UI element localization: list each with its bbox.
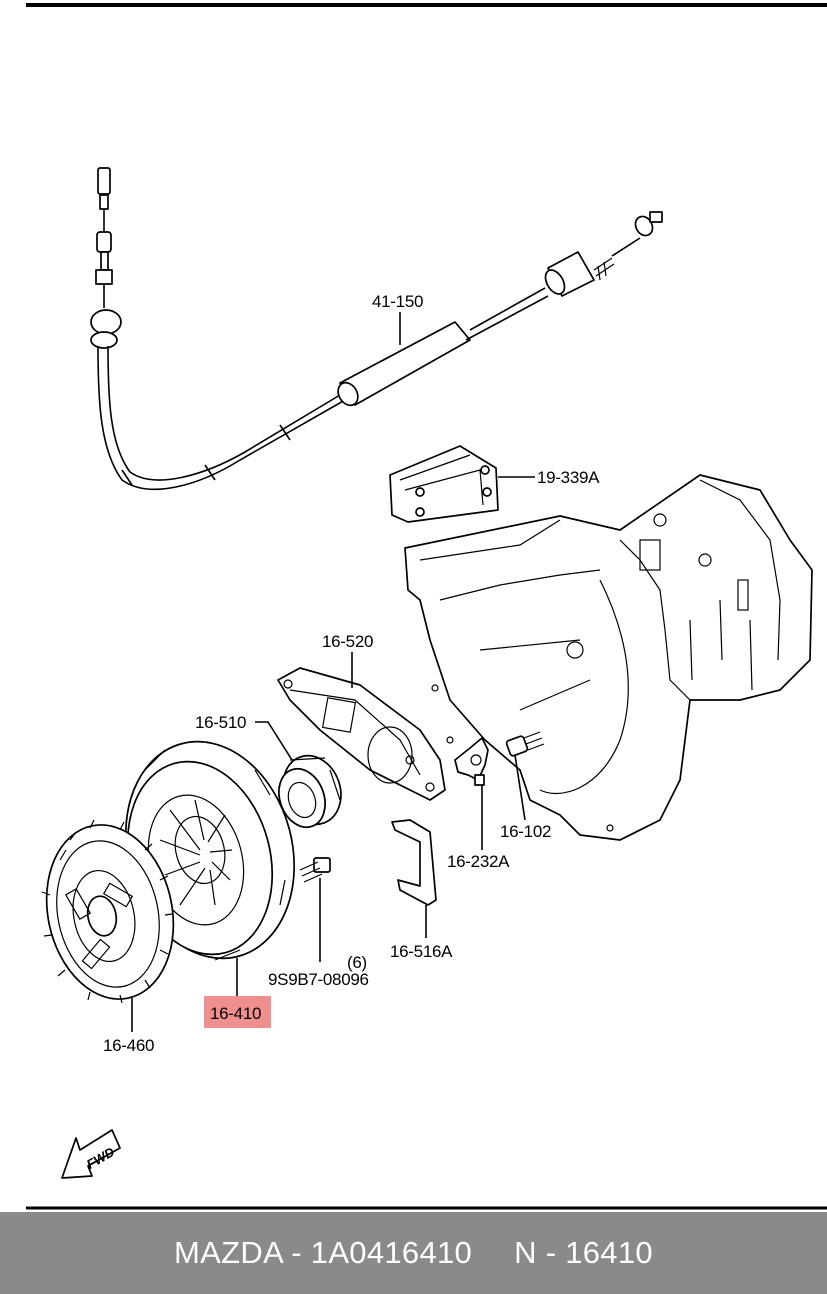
label-16-410: 16-410 [210, 1004, 261, 1023]
label-16-510: 16-510 [195, 713, 246, 732]
part-number-footer: MAZDA - 1A0416410 N - 16410 [0, 1212, 827, 1294]
label-19-339A: 19-339A [537, 468, 600, 487]
bracket [389, 445, 499, 523]
footer-reference-number: N - 16410 [514, 1235, 653, 1270]
pivot-pin [505, 731, 545, 757]
cover-bolt [299, 857, 331, 883]
label-41-150: 41-150 [372, 292, 423, 311]
label-16-520: 16-520 [322, 632, 373, 651]
leader-pivot-pin [514, 754, 526, 821]
leader-release-bearing [255, 721, 293, 761]
release-plate [277, 667, 446, 801]
parts-diagram: 41-150 19-339A 16-520 [26, 3, 827, 1210]
label-16-460: 16-460 [103, 1036, 154, 1055]
release-fork [454, 737, 489, 786]
release-bearing [278, 754, 342, 829]
transmission-case [404, 474, 813, 841]
label-16-516A: 16-516A [390, 942, 453, 961]
fwd-arrow-icon: FWD [61, 1129, 121, 1179]
label-16-102: 16-102 [500, 822, 551, 841]
highlight-16-410 [204, 996, 271, 1028]
label-16-232A: 16-232A [447, 852, 510, 871]
clutch-disc [41, 819, 175, 1004]
clip [391, 819, 437, 906]
clutch-cable [90, 167, 663, 491]
label-bolt-qty: (6) [347, 953, 367, 972]
footer-brand-part-number: MAZDA - 1A0416410 [174, 1235, 473, 1270]
label-9S9B7-08096: 9S9B7-08096 [268, 970, 369, 989]
